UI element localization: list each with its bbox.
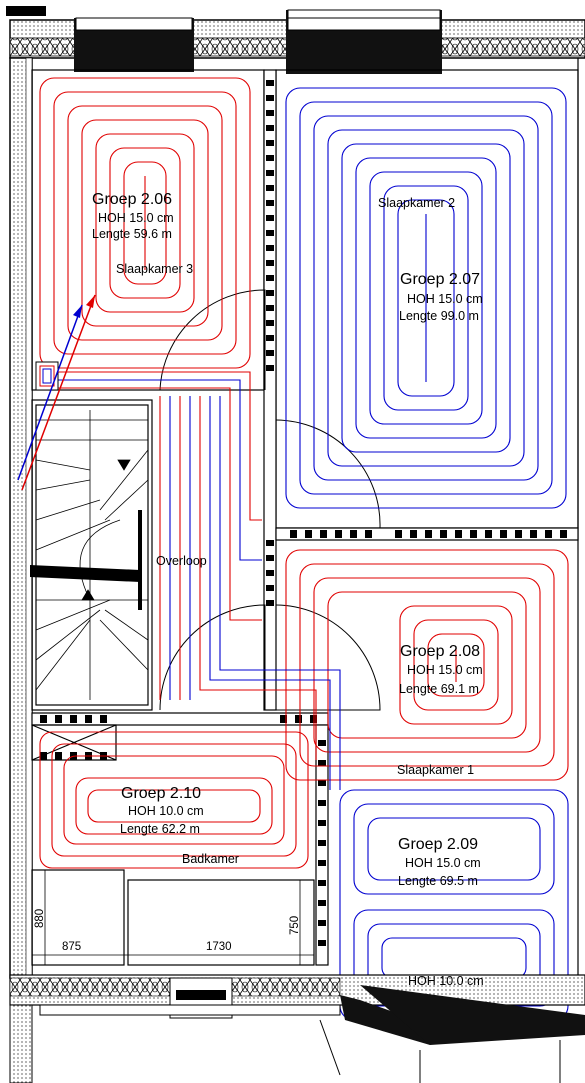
group-2-09-hoh: HOH 15.0 cm bbox=[405, 856, 481, 870]
staircase bbox=[35, 410, 149, 700]
loop-2-07 bbox=[285, 87, 567, 509]
doors bbox=[159, 289, 381, 711]
loop-2-06 bbox=[39, 77, 251, 369]
group-2-07-title: Groep 2.07 bbox=[400, 271, 480, 288]
group-2-08-title: Groep 2.08 bbox=[400, 643, 480, 660]
exterior-wall-bottom bbox=[9, 974, 585, 1083]
exterior-wall-left bbox=[9, 57, 33, 979]
extra-hoh-label: HOH 10.0 cm bbox=[408, 974, 484, 988]
manifold bbox=[17, 294, 96, 491]
dimension-880: 880 bbox=[34, 909, 46, 928]
exterior-wall-top bbox=[9, 9, 585, 74]
dimension-lines bbox=[31, 870, 315, 965]
wall-blocks bbox=[40, 80, 567, 946]
room-slaapkamer-1: Slaapkamer 1 bbox=[397, 763, 474, 777]
group-2-06-title: Groep 2.06 bbox=[92, 191, 172, 208]
group-2-07-hoh: HOH 15.0 cm bbox=[407, 292, 483, 306]
group-2-09-length: Lengte 69.5 m bbox=[398, 874, 478, 888]
group-2-09-title: Groep 2.09 bbox=[398, 836, 478, 853]
group-2-10-hoh: HOH 10.0 cm bbox=[128, 804, 204, 818]
loop-2-08 bbox=[285, 549, 569, 781]
dimension-875: 875 bbox=[62, 941, 81, 953]
corner-mark bbox=[6, 6, 46, 16]
room-slaapkamer-2: Slaapkamer 2 bbox=[378, 196, 455, 210]
group-2-08-length: Lengte 69.1 m bbox=[399, 682, 479, 696]
group-2-07-length: Lengte 99.0 m bbox=[399, 309, 479, 323]
group-2-10-title: Groep 2.10 bbox=[121, 785, 201, 802]
labels: Groep 2.06 HOH 15.0 cm Lengte 59.6 m Sla… bbox=[34, 191, 484, 988]
room-slaapkamer-3: Slaapkamer 3 bbox=[116, 262, 193, 276]
group-2-10-length: Lengte 62.2 m bbox=[120, 822, 200, 836]
group-2-06-hoh: HOH 15.0 cm bbox=[98, 211, 174, 225]
dimension-1730: 1730 bbox=[206, 941, 232, 953]
room-overloop: Overloop bbox=[156, 554, 207, 568]
group-2-08-hoh: HOH 15.0 cm bbox=[407, 663, 483, 677]
stair-landing-beam bbox=[30, 565, 140, 582]
room-badkamer: Badkamer bbox=[182, 852, 239, 866]
distribution-pipes bbox=[45, 371, 341, 790]
dimension-750: 750 bbox=[289, 916, 301, 935]
loop-2-10 bbox=[39, 731, 309, 869]
group-2-06-length: Lengte 59.6 m bbox=[92, 227, 172, 241]
